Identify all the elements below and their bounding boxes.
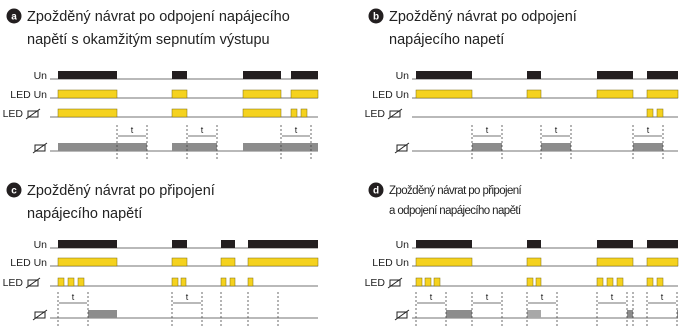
panel-c-output-relay-icon (32, 309, 48, 321)
panel-a-title-line2: napětí s okamžitým sepnutím výstupu (27, 32, 270, 48)
panel-a-label-led-out: LED (3, 108, 24, 120)
panel-d-badge-letter: d (373, 186, 379, 197)
panel-b-timer-label-3: t (647, 125, 650, 135)
panel-b-supply-pulses (416, 71, 678, 79)
panel-d-timer-markers (415, 292, 678, 327)
panel-a-label-led-un: LED Un (10, 89, 47, 101)
panel-b-title-line2: napájecího napetí (389, 32, 504, 48)
panel-c-timer-label-1: t (72, 292, 75, 302)
panel-b-output-pulses (472, 143, 663, 151)
panel-d-label-un: Un (396, 239, 410, 251)
panel-a-led-out-pulses (57, 108, 308, 118)
panel-c-badge (6, 182, 22, 198)
panel-d-output-pulses (446, 310, 678, 318)
panel-a-timer-markers (116, 125, 312, 160)
panel-d-label-led-out: LED (365, 277, 386, 289)
panel-b-title-line1: Zpožděný návrat po odpojení (389, 9, 577, 25)
panel-c-badge-letter: c (11, 186, 17, 197)
panel-c-supply-pulses (58, 240, 318, 248)
panel-b-led-un-pulses (415, 89, 679, 99)
panel-a-badge (6, 8, 22, 24)
panel-d-title-line1: Zpožděný návrat po připojení (389, 185, 523, 197)
panel-b-timer-label-2: t (555, 125, 558, 135)
panel-a-timer-label-1: t (131, 125, 134, 135)
panel-d-timer-label-4: t (611, 292, 614, 302)
panel-a-timer-label-3: t (295, 125, 298, 135)
panel-d-supply-pulses (416, 240, 678, 248)
panel-a-led-relay-icon (25, 108, 41, 120)
panel-a: a Zpožděný návrat po odpojení napájecího… (3, 8, 319, 160)
panel-b-timer-markers (471, 125, 664, 160)
panel-b-timer-label-1: t (486, 125, 489, 135)
panel-a-output-relay-icon (32, 142, 48, 154)
panel-c-title-line2: napájecího napětí (27, 206, 142, 222)
panel-a-label-un: Un (34, 70, 48, 82)
panel-c-label-led-out: LED (3, 277, 24, 289)
panel-d-led-out-pulses (415, 277, 664, 287)
panel-c-title-line1: Zpožděný návrat po připojení (27, 183, 215, 199)
panel-d-label-led-un: LED Un (372, 257, 409, 269)
panel-d-timer-label-2: t (486, 292, 489, 302)
panel-c-timer-markers (57, 292, 279, 327)
panel-a-led-un-pulses (57, 89, 319, 99)
panel-c: c Zpožděný návrat po připojení napájecíh… (3, 182, 319, 327)
panel-b-label-led-out: LED (365, 108, 386, 120)
panel-c-timer-label-2: t (186, 292, 189, 302)
panel-b-label-led-un: LED Un (372, 89, 409, 101)
panel-d-output-relay-icon (394, 309, 410, 321)
panel-c-led-out-pulses (57, 277, 254, 287)
panel-c-led-un-pulses (57, 257, 319, 267)
panel-c-led-relay-icon (25, 277, 41, 289)
panel-b-output-relay-icon (394, 142, 410, 154)
panel-d-timer-label-5: t (661, 292, 664, 302)
panel-a-output-pulses (58, 143, 318, 151)
panel-b-label-un: Un (396, 70, 410, 82)
panel-d-title-line2: a odpojení napájecího napětí (389, 205, 522, 217)
panel-c-label-un: Un (34, 239, 48, 251)
panel-d-led-relay-icon (387, 277, 403, 289)
panel-a-supply-pulses (58, 71, 318, 79)
panel-c-label-led-un: LED Un (10, 257, 47, 269)
panel-a-badge-letter: a (11, 12, 17, 23)
panel-d-led-un-pulses (415, 257, 679, 267)
panel-a-timer-label-2: t (201, 125, 204, 135)
panel-d-badge (368, 182, 384, 198)
panel-b-badge (368, 8, 384, 24)
panel-b-badge-letter: b (373, 12, 379, 23)
panel-d-timer-label-3: t (541, 292, 544, 302)
panel-b-led-out-pulses (646, 108, 664, 118)
panel-b: b Zpožděný návrat po odpojení napájecího… (365, 8, 679, 160)
panel-a-title-line1: Zpožděný návrat po odpojení napájecího (27, 9, 290, 25)
panel-b-led-relay-icon (387, 108, 403, 120)
panel-c-output-pulses (88, 310, 117, 318)
panel-d: d Zpožděný návrat po připojení a odpojen… (365, 182, 679, 327)
panel-d-timer-label-1: t (430, 292, 433, 302)
